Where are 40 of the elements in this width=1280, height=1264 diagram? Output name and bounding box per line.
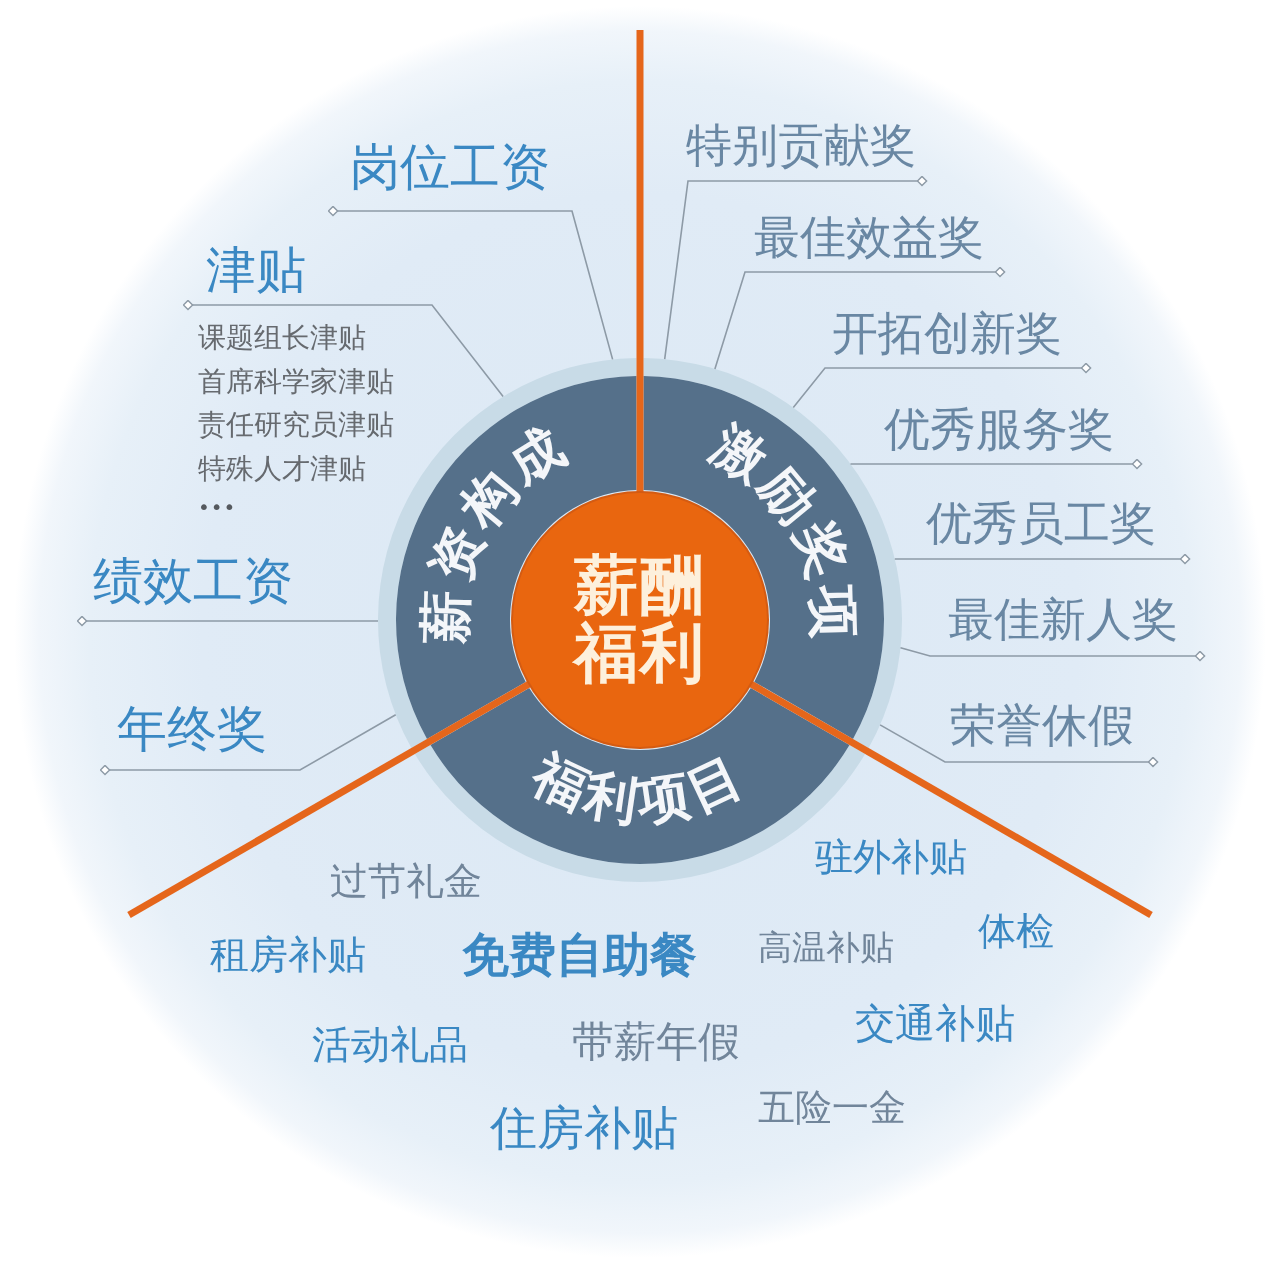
sector-label: 激励奖项: [701, 413, 866, 645]
benefit-item: 活动礼品: [312, 1024, 468, 1067]
leader-line: [327, 205, 614, 361]
sub-item: 责任研究员津贴: [198, 408, 394, 442]
benefit-item: 租房补贴: [210, 934, 366, 977]
leader-line: [792, 362, 1092, 409]
leader-label: 开拓创新奖: [832, 308, 1062, 359]
leader-label: 津贴: [206, 243, 306, 298]
benefit-item: 驻外补贴: [815, 837, 967, 879]
leader-label: 特别贡献奖: [686, 120, 916, 171]
benefit-item: 免费自助餐: [462, 929, 697, 981]
benefit-item: 体检: [978, 911, 1054, 953]
sub-item: 特殊人才津贴: [198, 451, 366, 486]
leader-line: [879, 724, 1159, 768]
leader-line: [76, 615, 379, 627]
leader-line: [663, 175, 928, 360]
benefit-item: 带薪年假: [572, 1019, 740, 1066]
leader-label: 最佳新人奖: [948, 594, 1178, 645]
leader-line: [182, 299, 504, 398]
leader-label: 绩效工资: [93, 554, 293, 609]
leader-line: [99, 713, 397, 776]
sector-label: 福利项目: [524, 742, 756, 833]
sub-item: •••: [198, 495, 237, 520]
leader-line: [894, 553, 1191, 565]
leader-label: 荣誉休假: [950, 700, 1134, 751]
sub-item: 课题组长津贴: [198, 321, 366, 355]
benefit-item: 五险一金: [758, 1088, 906, 1129]
leader-label: 优秀服务奖: [884, 404, 1114, 455]
benefit-item: 住房补贴: [490, 1102, 678, 1154]
sub-item: 首席科学家津贴: [198, 364, 394, 399]
benefit-item: 交通补贴: [855, 1001, 1015, 1045]
leader-label: 岗位工资: [350, 140, 550, 195]
leader-line: [899, 647, 1206, 662]
leader-line: [849, 458, 1143, 470]
benefit-item: 高温补贴: [758, 929, 894, 967]
leader-line: [714, 266, 1006, 370]
benefit-item: 过节礼金: [330, 861, 482, 903]
leader-label: 最佳效益奖: [754, 212, 984, 263]
leader-label: 年终奖: [117, 702, 267, 757]
leader-label: 优秀员工奖: [926, 498, 1156, 549]
